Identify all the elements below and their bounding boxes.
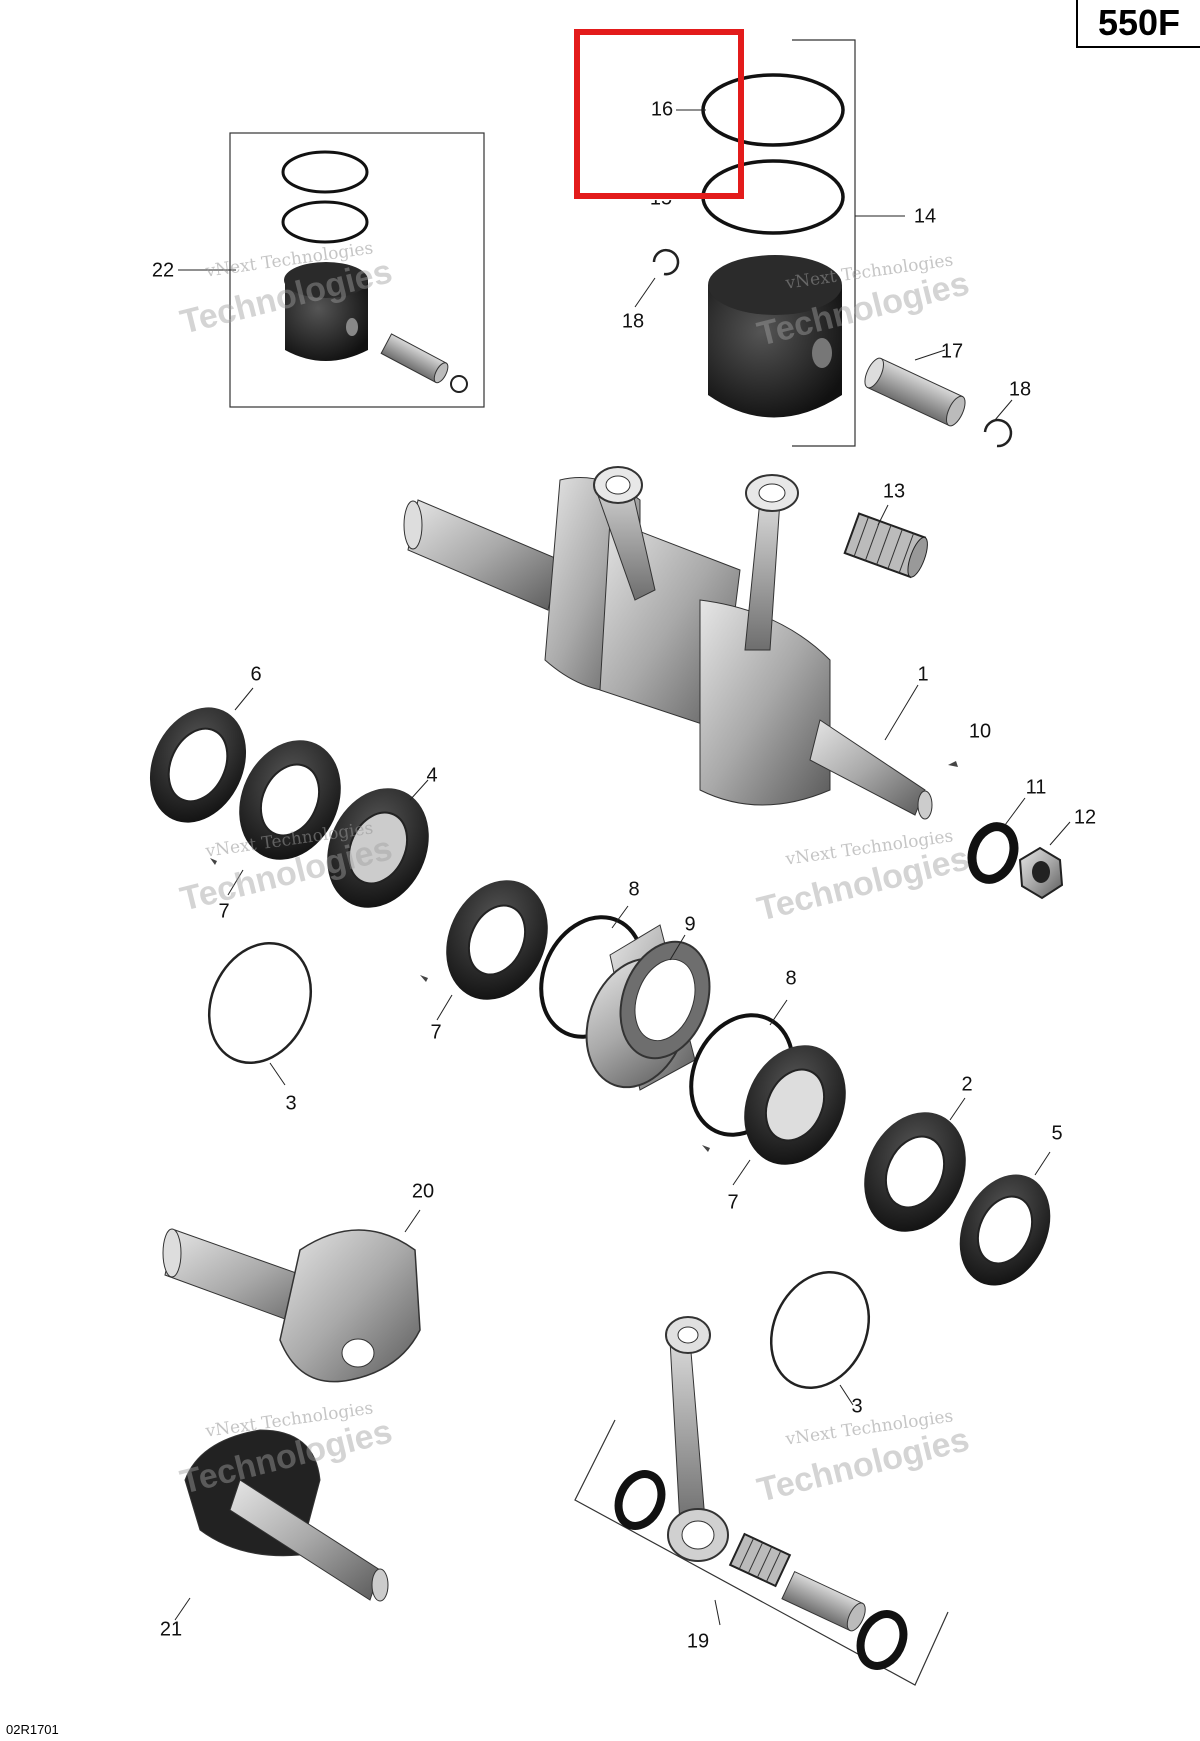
crankshaft-assembly <box>403 466 958 820</box>
callout-22: 22 <box>151 259 175 282</box>
ball-bearing-4 <box>327 779 429 908</box>
callout-21: 21 <box>159 1618 183 1641</box>
callout-12: 12 <box>1073 806 1097 829</box>
crankshaft-half-21 <box>174 1429 389 1621</box>
ball-bearing-7-right <box>702 1045 846 1186</box>
connecting-rod-kit-19 <box>574 1316 949 1686</box>
callout-10: 10 <box>968 720 992 743</box>
bearing-ring-9 <box>585 924 711 1091</box>
callout-9: 9 <box>684 913 696 936</box>
callout-18-left: 18 <box>621 310 645 333</box>
callout-19: 19 <box>686 1630 710 1653</box>
model-label: 550F <box>1076 0 1200 48</box>
callout-1: 1 <box>917 663 929 686</box>
highlight-box <box>574 29 744 199</box>
crankshaft-half-20 <box>162 1209 421 1383</box>
callout-7-left: 7 <box>218 900 230 923</box>
ball-bearing-7-center <box>420 880 548 1021</box>
ball-bearing-left-a <box>239 740 341 860</box>
figure-code: 02R1701 <box>6 1722 59 1737</box>
piston-kit-inset <box>178 132 485 408</box>
callout-7-center: 7 <box>430 1021 442 1044</box>
callout-20: 20 <box>411 1180 435 1203</box>
callout-17: 17 <box>940 340 964 363</box>
o-ring-3-left <box>207 942 313 1086</box>
callout-15: 15 <box>649 187 673 210</box>
callout-5: 5 <box>1051 1122 1063 1145</box>
callout-8-left: 8 <box>628 878 640 901</box>
washer-11 <box>967 797 1026 884</box>
o-ring-3-right <box>769 1271 871 1406</box>
callout-3-right: 3 <box>851 1395 863 1418</box>
callout-14: 14 <box>913 205 937 228</box>
callout-11: 11 <box>1025 776 1047 799</box>
callout-3-left: 3 <box>285 1092 297 1115</box>
callout-2: 2 <box>961 1073 973 1096</box>
callout-4: 4 <box>426 764 438 787</box>
callout-18-right: 18 <box>1008 378 1032 401</box>
piston-assembly <box>634 39 1013 448</box>
callout-6: 6 <box>250 663 262 686</box>
oil-seal-6 <box>149 687 254 823</box>
callout-16: 16 <box>650 98 674 121</box>
callout-8-right: 8 <box>785 967 797 990</box>
callout-13: 13 <box>882 480 906 503</box>
oil-seal-5 <box>959 1151 1051 1286</box>
nut-12 <box>1018 821 1071 900</box>
needle-bearing-13 <box>843 504 928 579</box>
callout-7-right: 7 <box>727 1191 739 1214</box>
ball-bearing-2 <box>864 1097 966 1232</box>
